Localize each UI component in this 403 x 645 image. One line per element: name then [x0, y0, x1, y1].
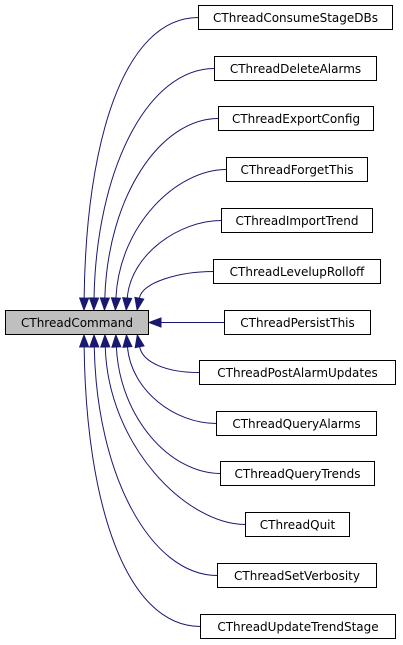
base-class-box: [5, 310, 149, 335]
class-box: [199, 360, 396, 385]
class-box: [200, 614, 396, 639]
edge-cthread-query-alarms: [122, 333, 217, 424]
base-class-label: CThreadCommand: [21, 316, 133, 330]
class-label: CThreadExportConfig: [232, 112, 360, 126]
class-node-cthread-persist-this[interactable]: CThreadPersistThis: [224, 310, 371, 335]
edge-line: [93, 346, 218, 576]
arrowhead: [134, 296, 145, 312]
class-label: CThreadDeleteAlarms: [230, 62, 361, 76]
edge-cthread-delete-alarms: [88, 68, 215, 312]
class-box: [216, 411, 377, 436]
edge-line: [93, 68, 215, 299]
arrowhead: [99, 297, 111, 312]
class-box: [198, 5, 393, 30]
arrowhead: [78, 333, 90, 348]
edge-line: [139, 346, 200, 373]
edge-line: [115, 169, 227, 299]
class-node-cthread-quit[interactable]: CThreadQuit: [245, 512, 350, 537]
class-node-cthread-query-trends[interactable]: CThreadQueryTrends: [220, 461, 375, 486]
edge-line: [126, 220, 222, 299]
class-node-cthread-import-trend[interactable]: CThreadImportTrend: [221, 208, 373, 233]
class-node-cthread-delete-alarms[interactable]: CThreadDeleteAlarms: [214, 56, 377, 81]
class-label: CThreadQuit: [260, 518, 336, 532]
class-node-cthread-query-alarms[interactable]: CThreadQueryAlarms: [216, 411, 377, 436]
class-label: CThreadPostAlarmUpdates: [217, 366, 377, 380]
class-box: [221, 208, 373, 233]
class-node-cthread-forget-this[interactable]: CThreadForgetThis: [226, 157, 368, 182]
class-label: CThreadUpdateTrendStage: [217, 620, 378, 634]
edge-line: [104, 346, 246, 525]
class-node-cthread-levelup-rolloff[interactable]: CThreadLevelupRolloff: [213, 259, 381, 284]
class-node-cthread-post-alarm-updates[interactable]: CThreadPostAlarmUpdates: [199, 360, 396, 385]
arrowhead: [111, 333, 122, 348]
class-label: CThreadSetVerbosity: [234, 569, 360, 583]
arrowhead: [122, 333, 133, 348]
class-box: [245, 512, 350, 537]
class-label: CThreadPersistThis: [240, 316, 355, 330]
arrowhead: [89, 333, 100, 348]
class-box: [220, 461, 375, 486]
class-box: [224, 310, 371, 335]
class-label: CThreadImportTrend: [235, 214, 358, 228]
class-label: CThreadQueryAlarms: [232, 417, 360, 431]
class-box: [218, 106, 374, 131]
edge-line: [126, 346, 217, 424]
edge-cthread-set-verbosity: [89, 333, 218, 576]
nodes-layer: CThreadCommand CThreadConsumeStageDBsCTh…: [5, 5, 396, 639]
edge-cthread-forget-this: [110, 169, 227, 312]
edge-cthread-consume-stage-dbs: [78, 17, 199, 312]
class-label: CThreadConsumeStageDBs: [213, 11, 378, 25]
edge-cthread-levelup-rolloff: [134, 271, 214, 312]
arrowhead: [147, 317, 162, 328]
class-box: [226, 157, 368, 182]
class-box: [214, 56, 377, 81]
edge-line: [83, 346, 201, 627]
edge-cthread-persist-this: [147, 317, 225, 328]
edge-line: [83, 17, 199, 299]
arrowhead: [110, 297, 122, 312]
class-box: [217, 563, 377, 588]
class-label: CThreadQueryTrends: [235, 467, 361, 481]
class-node-cthread-consume-stage-dbs[interactable]: CThreadConsumeStageDBs: [198, 5, 393, 30]
class-node-cthread-set-verbosity[interactable]: CThreadSetVerbosity: [217, 563, 377, 588]
edge-cthread-post-alarm-updates: [134, 333, 200, 373]
class-box: [213, 259, 381, 284]
edges-layer: [78, 17, 246, 627]
class-label: CThreadLevelupRolloff: [230, 265, 365, 279]
edge-cthread-quit: [100, 333, 246, 525]
edge-cthread-update-trend-stage: [78, 333, 201, 627]
edge-cthread-query-trends: [111, 333, 221, 474]
edge-line: [138, 271, 214, 299]
class-node-cthread-update-trend-stage[interactable]: CThreadUpdateTrendStage: [200, 614, 396, 639]
base-class-node[interactable]: CThreadCommand: [5, 310, 149, 335]
edge-line: [104, 118, 219, 299]
arrowhead: [122, 297, 133, 312]
class-node-cthread-export-config[interactable]: CThreadExportConfig: [218, 106, 374, 131]
arrowhead: [100, 333, 111, 348]
edge-cthread-import-trend: [122, 220, 222, 312]
arrowhead: [78, 297, 90, 312]
class-label: CThreadForgetThis: [240, 163, 353, 177]
arrowhead: [134, 333, 145, 349]
arrowhead: [88, 297, 100, 312]
edge-cthread-export-config: [99, 118, 219, 312]
edge-line: [115, 346, 221, 474]
